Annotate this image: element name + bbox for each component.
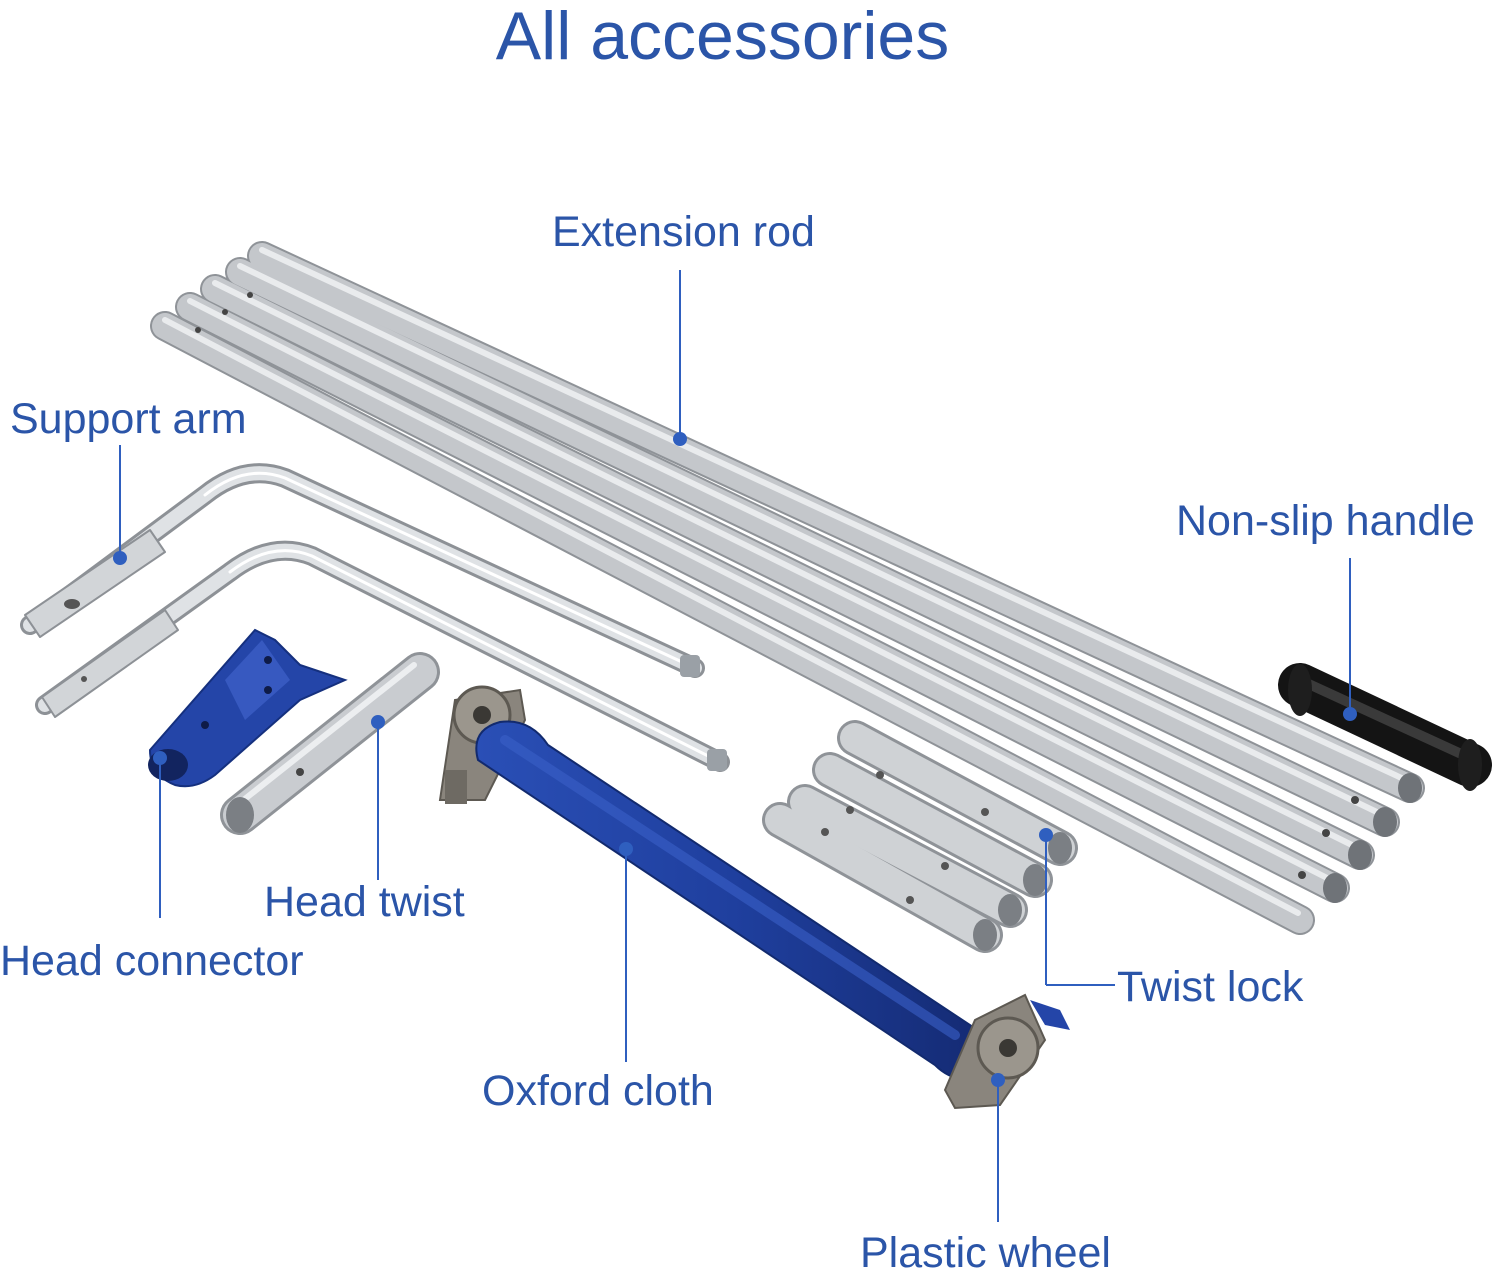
extension-rods (150, 241, 1425, 935)
label-extension-rod: Extension rod (552, 208, 815, 256)
callouts (113, 270, 1357, 1222)
label-head-twist: Head twist (264, 878, 465, 926)
label-oxford-cloth: Oxford cloth (482, 1067, 714, 1115)
twist-lock-tubes (762, 720, 1078, 953)
oxford-cloth-roller (438, 685, 1070, 1110)
label-head-connector: Head connector (0, 937, 304, 985)
label-twist-lock: Twist lock (1117, 963, 1304, 1011)
label-support-arm: Support arm (10, 395, 247, 443)
non-slip-handle (1278, 663, 1492, 791)
label-plastic-wheel: Plastic wheel (860, 1229, 1111, 1277)
plastic-wheel-bottom (943, 993, 1070, 1110)
support-arms (20, 463, 730, 772)
label-non-slip-handle: Non-slip handle (1176, 497, 1475, 545)
page-title: All accessories (495, 0, 950, 74)
head-twist (220, 652, 440, 835)
